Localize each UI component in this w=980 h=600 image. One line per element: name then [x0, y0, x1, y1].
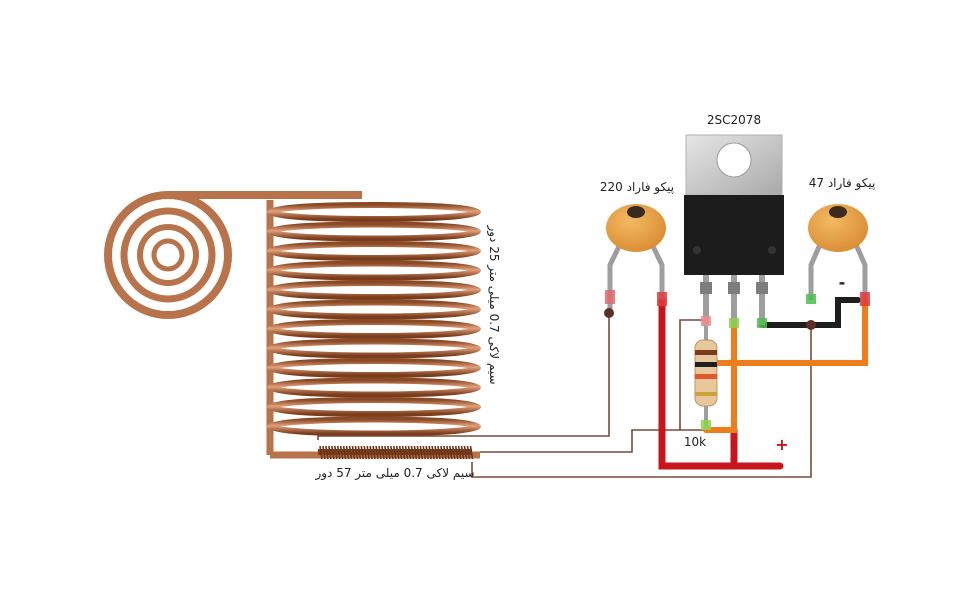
small-coil-turn: [384, 445, 388, 460]
small-coil-turn: [360, 445, 365, 460]
small-coil-turn: [457, 445, 462, 460]
coil-turn: [267, 397, 481, 417]
small-coil-turn: [322, 445, 326, 460]
small-coil-turn: [416, 445, 421, 460]
small-coil-turn: [381, 445, 385, 460]
big-helical-coil: [266, 200, 481, 459]
small-coil-turn: [440, 445, 444, 460]
small-coil-turn: [363, 445, 368, 460]
small-coil-turn: [413, 445, 418, 460]
small-coil-turn: [428, 445, 432, 460]
transistor-2sc2078: [684, 134, 784, 325]
small-coil-turn: [319, 445, 323, 460]
small-coil-turn: [446, 445, 450, 460]
small-coil-turn: [336, 445, 341, 460]
small-coil-turn: [348, 445, 353, 460]
small-coil-turn: [375, 445, 379, 460]
small-coil-turn: [422, 445, 427, 460]
small-coil-turn: [451, 445, 456, 460]
transistor-label: 2SC2078: [707, 113, 761, 127]
thin-wires: [317, 313, 812, 478]
flat-spiral-coil: [104, 191, 362, 320]
small-coil-turn: [437, 445, 441, 460]
coil-turn: [267, 338, 481, 359]
coil-small-label: سیم لاکی 0.7 میلی متر 57 دور: [314, 466, 474, 481]
small-coil-turn: [328, 445, 332, 460]
coil-turn: [267, 416, 481, 437]
small-coil-turn: [398, 445, 403, 460]
small-coil-turn: [469, 445, 474, 460]
small-helical-coil: [318, 445, 474, 460]
coil-turn: [267, 260, 481, 281]
small-coil-turn: [357, 445, 362, 460]
small-coil-turn: [449, 445, 453, 460]
coil-big-label: سیم لاکی 0.7 میلی متر 25 دور: [486, 224, 501, 384]
small-coil-turn: [463, 445, 468, 460]
coil-turn: [267, 319, 481, 339]
small-coil-turn: [351, 445, 356, 460]
small-coil-turn: [419, 445, 424, 460]
resistor-label: 10k: [684, 435, 706, 449]
small-coil-turn: [339, 445, 344, 460]
small-coil-turn: [372, 445, 376, 460]
small-coil-turn: [342, 445, 347, 460]
small-coil-turn: [331, 445, 335, 460]
small-coil-turn: [325, 445, 329, 460]
coil-turn: [267, 299, 481, 320]
coil-turn: [267, 221, 481, 242]
black-wire: [759, 297, 861, 328]
red-wires: [658, 296, 784, 470]
small-coil-turn: [354, 445, 359, 460]
coil-turn: [267, 202, 481, 222]
small-coil-turn: [454, 445, 459, 460]
small-coil-turn: [431, 445, 435, 460]
coil-turn: [267, 377, 481, 398]
small-coil-turn: [369, 445, 373, 460]
small-coil-turn: [366, 445, 370, 460]
small-coil-turn: [466, 445, 471, 460]
capacitor-right-label: 47 پیکو فاراد: [809, 176, 876, 191]
capacitor-47pf: [808, 204, 868, 300]
small-coil-turn: [387, 445, 391, 460]
coil-turn: [267, 241, 481, 261]
small-coil-turn: [460, 445, 465, 460]
small-coil-turn: [378, 445, 382, 460]
small-coil-turn: [401, 445, 406, 460]
plus-sign: +: [775, 435, 788, 454]
minus-sign: -: [839, 273, 846, 292]
coil-turn: [267, 280, 481, 300]
small-coil-turn: [333, 445, 338, 460]
small-coil-turn: [410, 445, 415, 460]
connection-dots: [604, 308, 816, 366]
pin-markers: [605, 290, 870, 430]
small-coil-turn: [434, 445, 438, 460]
small-coil-turn: [390, 445, 394, 460]
capacitor-left-label: 220 پیکو فاراد: [600, 180, 674, 195]
small-coil-turn: [407, 445, 412, 460]
small-coil-turn: [345, 445, 350, 460]
resistor-10k: [694, 325, 718, 430]
coil-turn: [267, 358, 481, 378]
small-coil-turn: [392, 445, 397, 460]
small-coil-turn: [443, 445, 447, 460]
small-coil-turn: [404, 445, 409, 460]
small-coil-turn: [425, 445, 429, 460]
small-coil-turn: [395, 445, 400, 460]
